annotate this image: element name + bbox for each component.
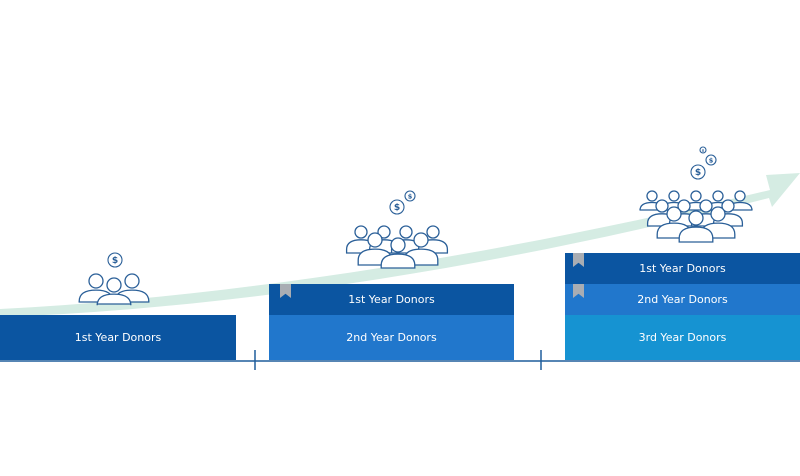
person-head xyxy=(677,199,691,213)
bookmark-icon xyxy=(280,284,291,298)
block-3rd-year: 3rd Year Donors xyxy=(565,315,800,360)
dollar-sign: $ xyxy=(408,192,413,200)
person-icon xyxy=(96,293,132,306)
person-head xyxy=(426,225,440,239)
person-head xyxy=(367,232,383,248)
person-head xyxy=(666,206,682,222)
person-head xyxy=(88,273,104,289)
dollar-coin-icon xyxy=(705,154,717,166)
person-head xyxy=(699,199,713,213)
block-label: 1st Year Donors xyxy=(639,262,726,275)
person-head xyxy=(399,225,413,239)
person-head xyxy=(106,277,122,293)
person-head xyxy=(646,190,658,202)
person-head xyxy=(655,199,669,213)
dollar-coin-icon xyxy=(699,146,707,154)
block-label: 2nd Year Donors xyxy=(637,293,728,306)
block-1st-year: 1st Year Donors xyxy=(0,315,236,360)
block-2nd-year: 2nd Year Donors xyxy=(565,284,800,315)
bookmark-icon xyxy=(573,253,584,267)
person-icon xyxy=(380,253,416,269)
block-2nd-year: 2nd Year Donors xyxy=(269,315,514,360)
person-head xyxy=(734,190,746,202)
person-head xyxy=(390,237,406,253)
person-head xyxy=(712,190,724,202)
block-label: 3rd Year Donors xyxy=(638,331,727,344)
person-head xyxy=(668,190,680,202)
dollar-sign: $ xyxy=(695,168,701,178)
dollar-sign: $ xyxy=(702,147,705,152)
block-label: 2nd Year Donors xyxy=(346,331,437,344)
bookmark-icon xyxy=(573,284,584,298)
person-head xyxy=(377,225,391,239)
person-head xyxy=(413,232,429,248)
dollar-sign: $ xyxy=(112,256,118,266)
person-head xyxy=(124,273,140,289)
person-head xyxy=(354,225,368,239)
dollar-coin-icon xyxy=(107,252,123,268)
person-head xyxy=(688,210,704,226)
block-label: 1st Year Donors xyxy=(74,331,162,344)
dollar-coin-icon xyxy=(690,164,706,180)
dollar-sign: $ xyxy=(709,156,714,164)
person-icon xyxy=(678,226,714,243)
dollar-coin-icon xyxy=(404,190,416,202)
block-1st-year: 1st Year Donors xyxy=(269,284,514,315)
block-label: 1st Year Donors xyxy=(348,293,435,306)
people-group-icons: $ $ $ $ $ $ xyxy=(78,146,753,306)
dollar-sign: $ xyxy=(394,203,400,213)
person-head xyxy=(690,190,702,202)
dollar-coin-icon xyxy=(389,199,405,215)
block-1st-year: 1st Year Donors xyxy=(565,253,800,284)
person-head xyxy=(710,206,726,222)
person-head xyxy=(721,199,735,213)
